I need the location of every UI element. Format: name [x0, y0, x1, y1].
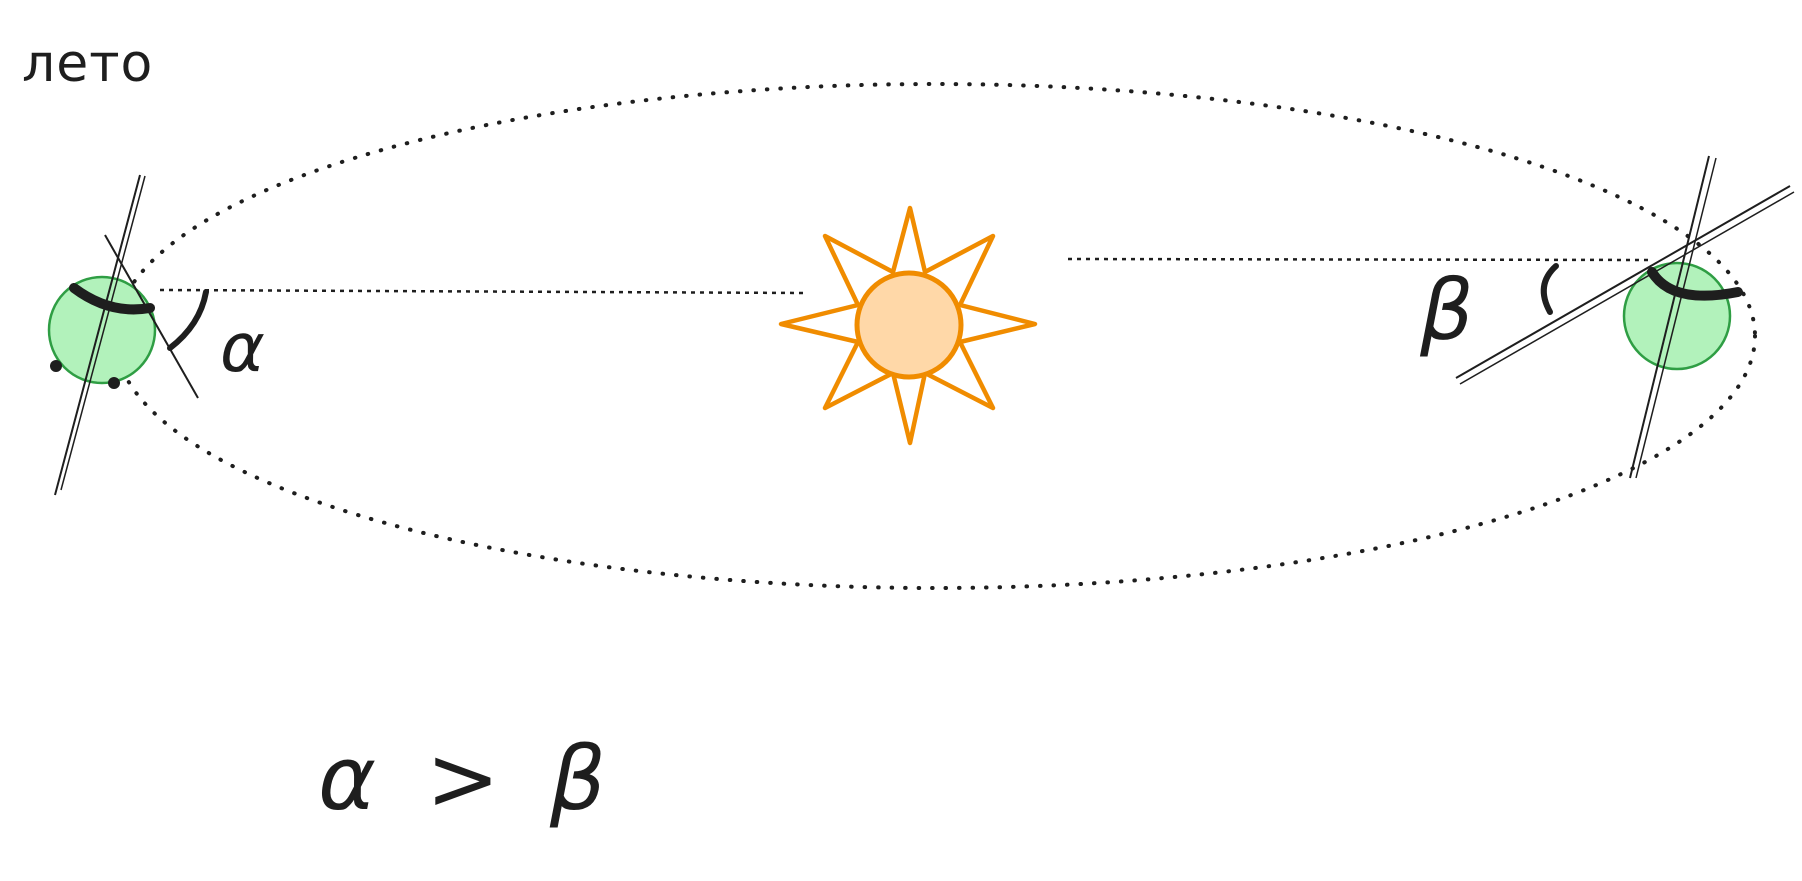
- planet-left-dot-1: [50, 360, 62, 372]
- angle-alpha-arc: [167, 289, 209, 351]
- planet-right-plane: [1455, 185, 1791, 379]
- sun-rays: [778, 205, 1038, 446]
- planet-right-equator: [1647, 267, 1743, 301]
- angle-relation-label: α > β: [318, 727, 606, 830]
- sunray-right: [1067, 257, 1651, 262]
- planet-right-axis: [1629, 155, 1710, 479]
- planet-right-axis-double: [1635, 157, 1717, 479]
- planet-left-normal: [104, 234, 199, 399]
- planet-left-axis-double: [60, 175, 146, 491]
- planet-left: [47, 174, 209, 496]
- season-label: лето: [22, 34, 154, 94]
- angle-alpha-label: α: [220, 309, 265, 388]
- angle-beta-arc: [1540, 263, 1559, 315]
- angle-beta-label: β: [1420, 261, 1474, 359]
- planet-left-equator: [69, 283, 155, 315]
- planet-left-body: [47, 275, 157, 385]
- sun-disc: [854, 270, 964, 380]
- orbit-path: [113, 82, 1757, 590]
- planet-left-dot-2: [108, 377, 120, 389]
- sunray-left: [159, 288, 806, 295]
- planet-right-plane-double: [1459, 191, 1795, 385]
- planet-left-axis: [54, 174, 141, 496]
- planet-right: [1455, 155, 1795, 479]
- sun: [778, 205, 1038, 446]
